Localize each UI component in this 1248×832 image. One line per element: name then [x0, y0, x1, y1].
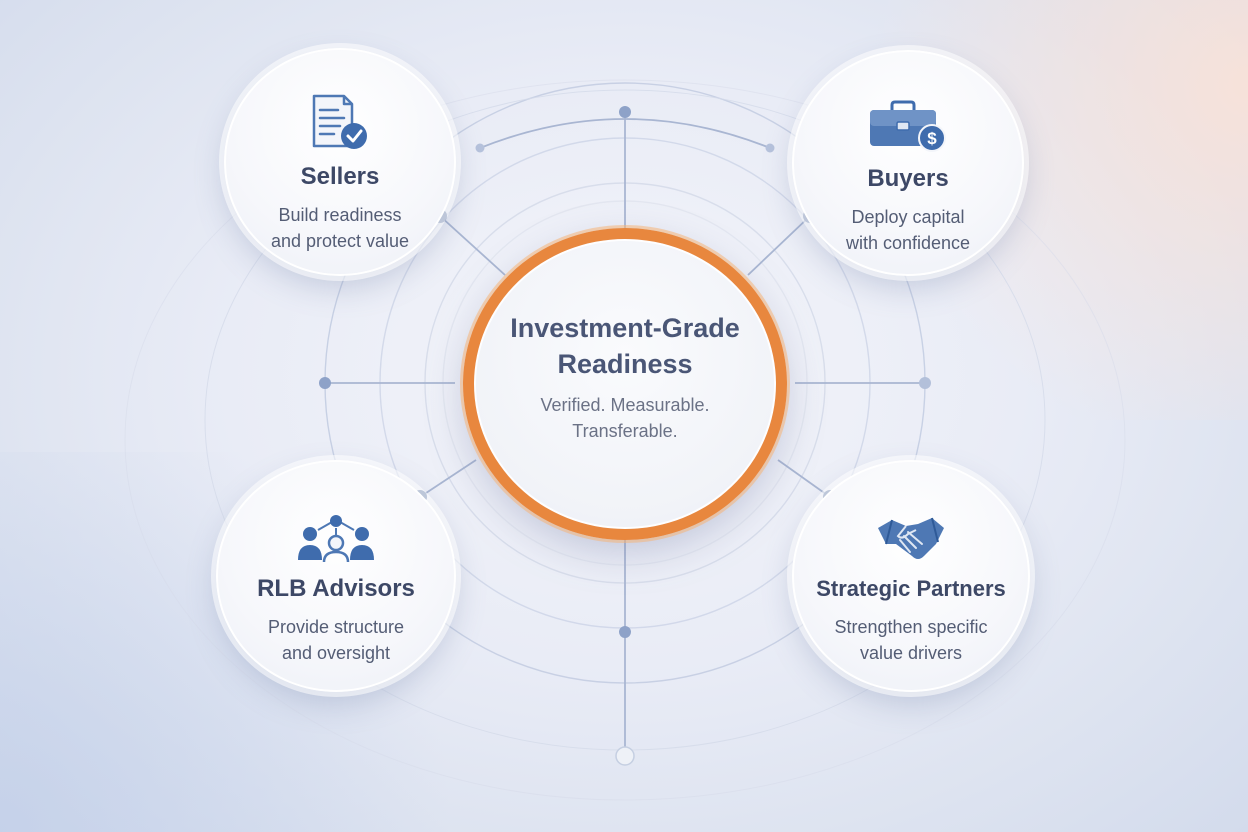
sellers-connector-line — [439, 215, 506, 276]
partners-title: Strategic Partners — [816, 576, 1006, 601]
advisors-connector-line — [419, 459, 477, 498]
center-hub: Investment-Grade Readiness Verified. Mea… — [463, 228, 787, 540]
partners-connector-line — [777, 459, 831, 498]
team-network-icon — [296, 502, 376, 564]
connector-dot-right — [919, 377, 931, 389]
buyers-title: Buyers — [867, 165, 949, 192]
center-subtitle: Verified. Measurable. Transferable. — [540, 395, 710, 441]
node-buyers: $ Buyers Deploy capital with confidence — [792, 50, 1024, 276]
node-partners: Strategic Partners Strengthen specific v… — [792, 460, 1030, 692]
svg-text:$: $ — [927, 129, 937, 148]
advisors-title: RLB Advisors — [257, 575, 415, 602]
sellers-title: Sellers — [300, 163, 380, 190]
connector-dot-left — [319, 377, 331, 389]
buyers-connector-line — [747, 215, 811, 276]
center-title: Investment-Grade Readiness — [510, 313, 740, 379]
connector-dot-bottom — [619, 626, 631, 638]
buyers-description: Deploy capital with confidence — [845, 207, 971, 253]
node-advisors: RLB Advisors Provide structure and overs… — [216, 460, 456, 692]
document-check-icon — [308, 90, 372, 152]
briefcase-dollar-icon: $ — [868, 92, 948, 154]
handshake-icon — [876, 502, 946, 564]
connector-dot-top — [619, 106, 631, 118]
partners-description: Strengthen specific value drivers — [834, 617, 988, 663]
advisors-description: Provide structure and oversight — [267, 617, 405, 663]
sellers-description: Build readiness and protect value — [270, 205, 410, 251]
node-sellers: Sellers Build readiness and protect valu… — [224, 48, 456, 276]
